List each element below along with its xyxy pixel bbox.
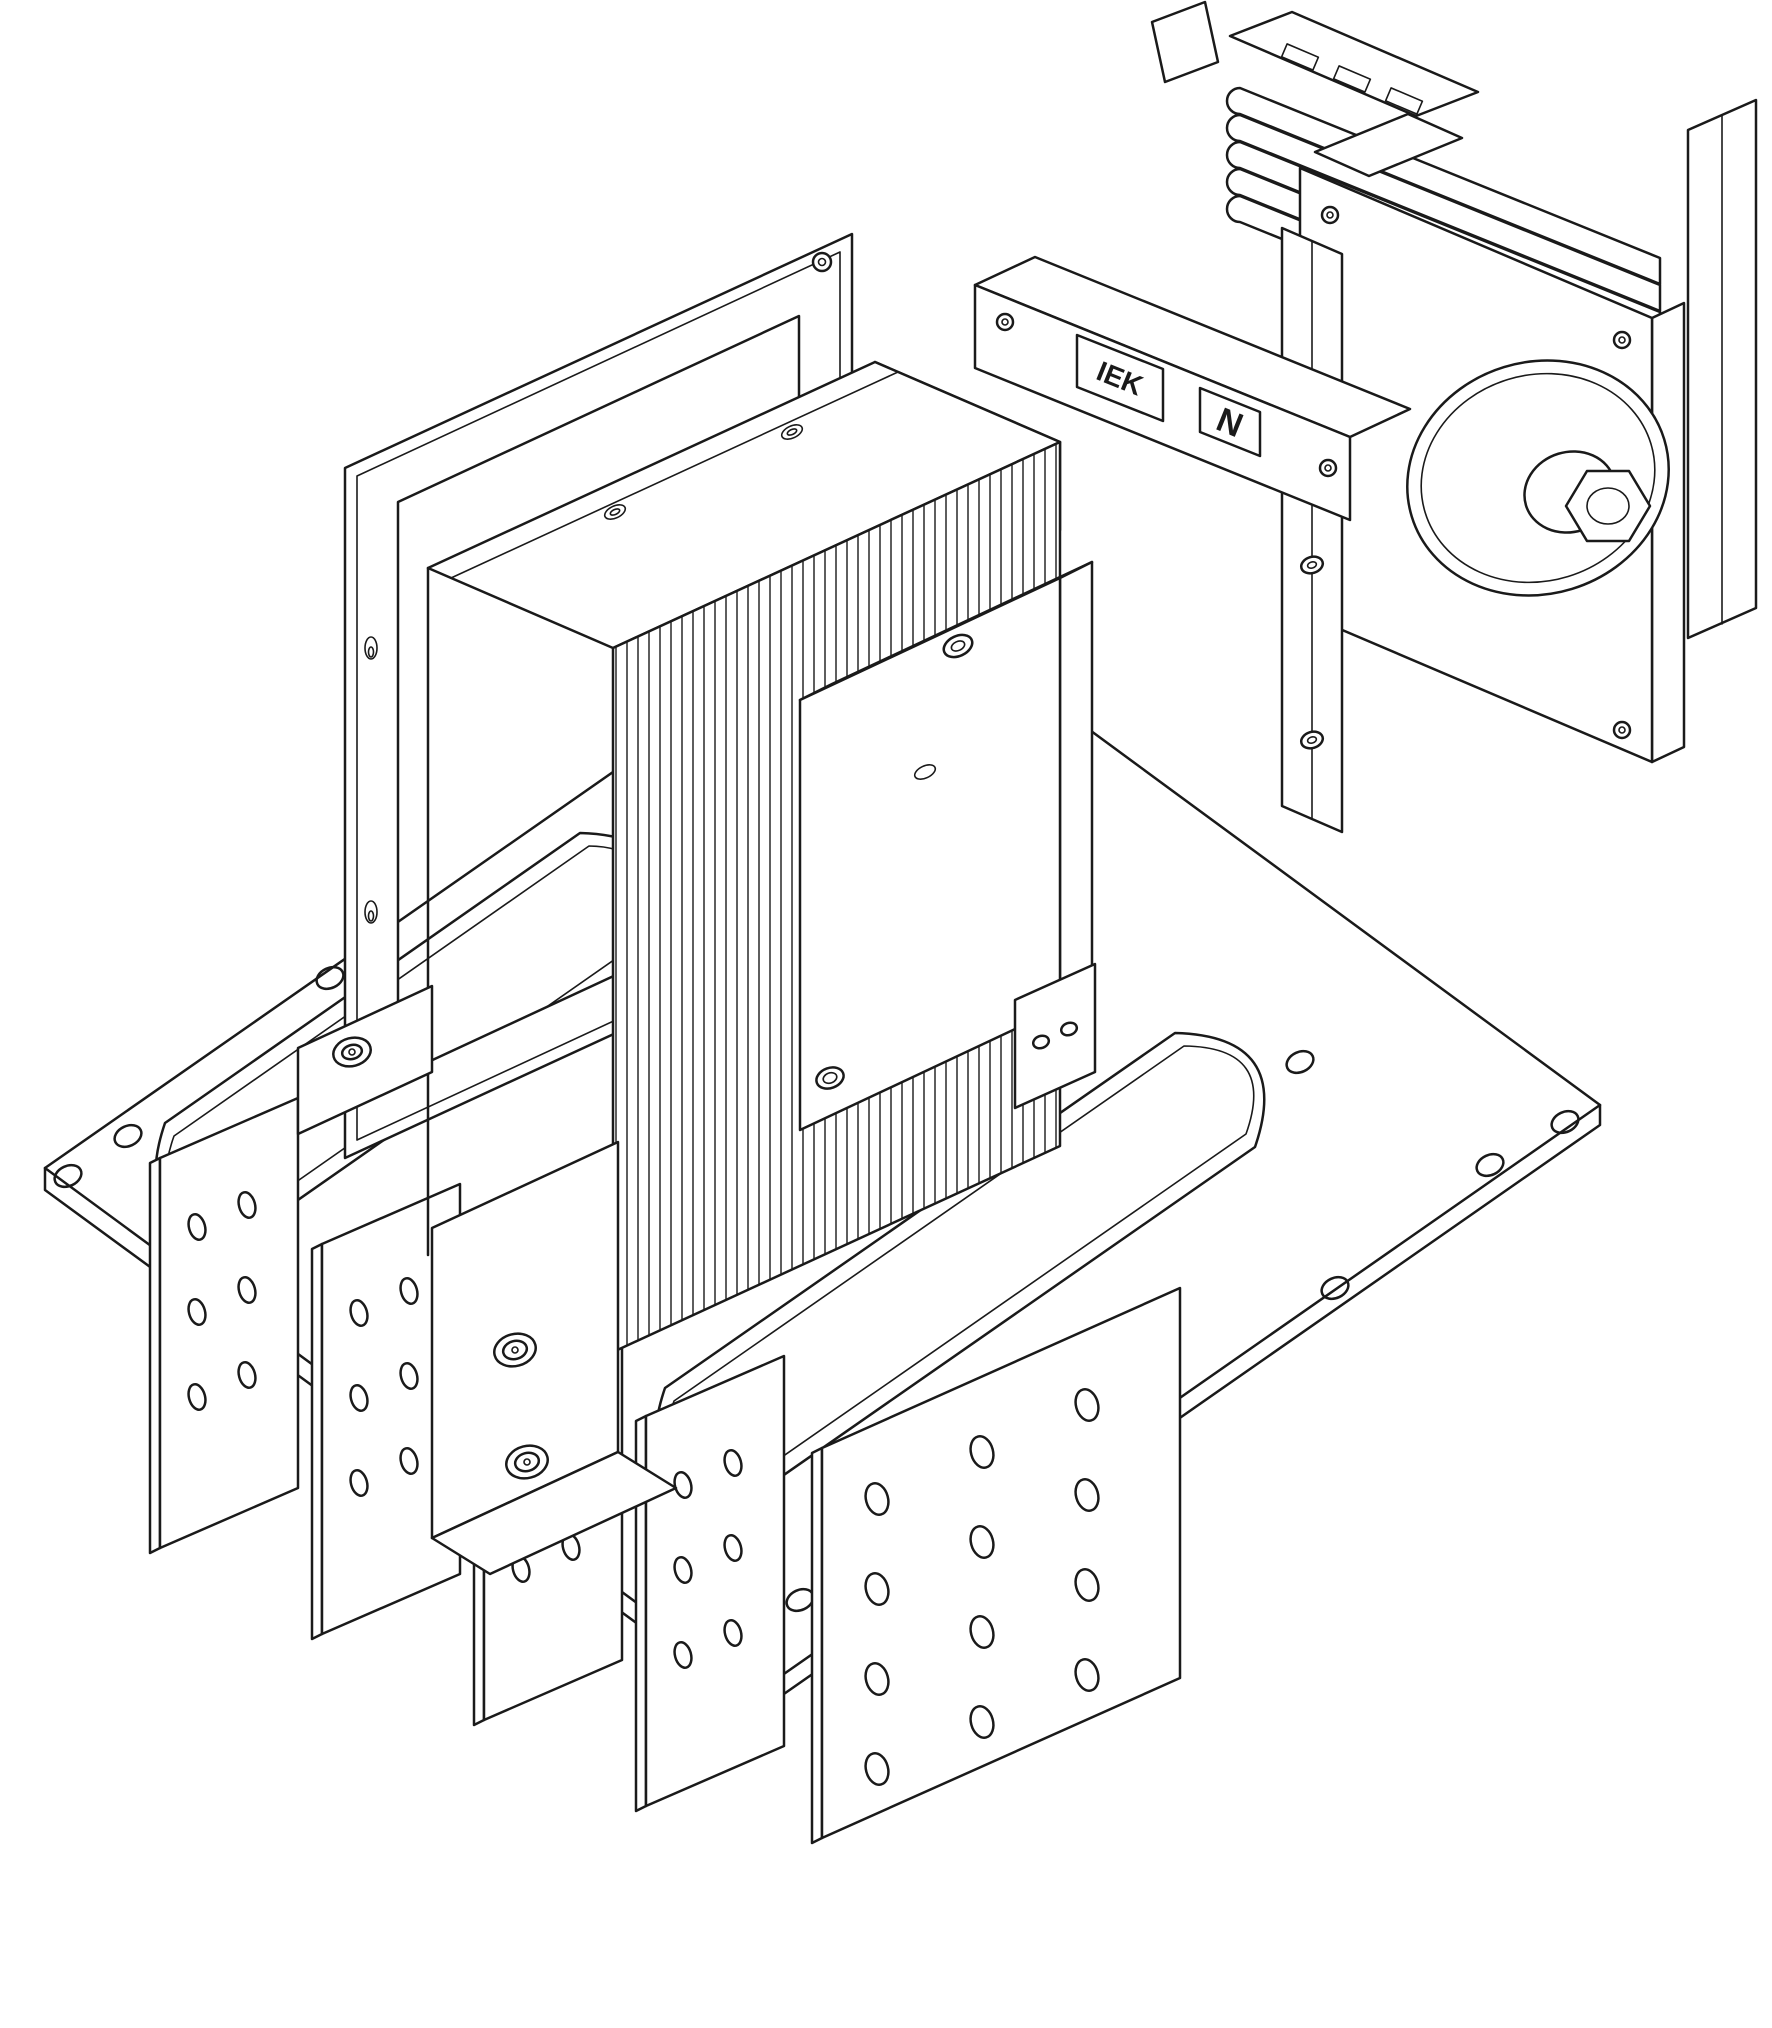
- disc-rim: [1420, 372, 1656, 584]
- clamp-bracket: [1013, 962, 1097, 1110]
- clamp-clip: [913, 764, 937, 780]
- right-angle-bracket: [1686, 98, 1758, 640]
- support-bracket: [430, 1140, 678, 1576]
- channel-slot: [1332, 65, 1372, 93]
- channel-slot: [1384, 87, 1424, 115]
- rail-end-bracket: [1150, 0, 1220, 84]
- phase-tab: [634, 1354, 786, 1813]
- beam-screw: [1318, 458, 1338, 478]
- frame-screw: [811, 251, 833, 273]
- clamp-side-face: [1058, 560, 1094, 1010]
- end-plate-thickness: [1650, 301, 1686, 764]
- phase-tab: [148, 1096, 300, 1555]
- phase-tab: [310, 1182, 462, 1641]
- end-top-piece: [1313, 112, 1464, 178]
- neutral-tab: [810, 1286, 1182, 1845]
- bracket-bolt: [505, 1444, 549, 1480]
- clamp-bolt: [815, 1066, 845, 1090]
- clamp-block: [798, 560, 1097, 1132]
- neutral-plate: [1198, 386, 1262, 458]
- slotted-channel: [1228, 10, 1480, 118]
- frame-clips: [364, 636, 378, 924]
- clamp-bolt: [942, 633, 974, 659]
- beam-screw: [995, 312, 1015, 332]
- channel-slot: [1280, 43, 1320, 71]
- phase-tabs: [148, 1096, 1182, 1845]
- bracket-bolt: [493, 1332, 537, 1368]
- brand-plate: [1075, 333, 1165, 423]
- bracket-foot: [430, 1450, 678, 1576]
- front-foot: [296, 984, 434, 1136]
- top-face-clips: [603, 424, 804, 520]
- top-beam: IEK N: [973, 255, 1412, 522]
